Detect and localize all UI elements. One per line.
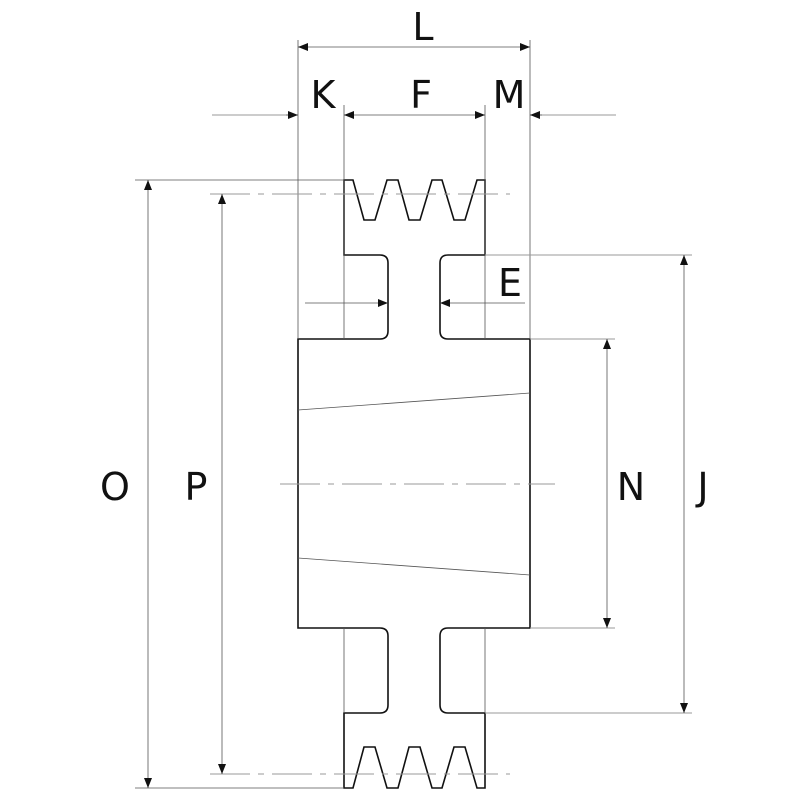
label-K: K <box>311 73 337 117</box>
extension-lines <box>135 40 692 789</box>
label-E: E <box>498 261 522 305</box>
label-M: M <box>493 73 526 117</box>
pulley-outline <box>297 179 531 789</box>
label-J: J <box>695 465 708 509</box>
label-F: F <box>410 73 432 117</box>
label-N: N <box>617 465 645 509</box>
label-L: L <box>412 5 433 49</box>
dimension-lines <box>144 43 688 788</box>
label-O: O <box>100 465 130 509</box>
label-P: P <box>185 465 208 509</box>
